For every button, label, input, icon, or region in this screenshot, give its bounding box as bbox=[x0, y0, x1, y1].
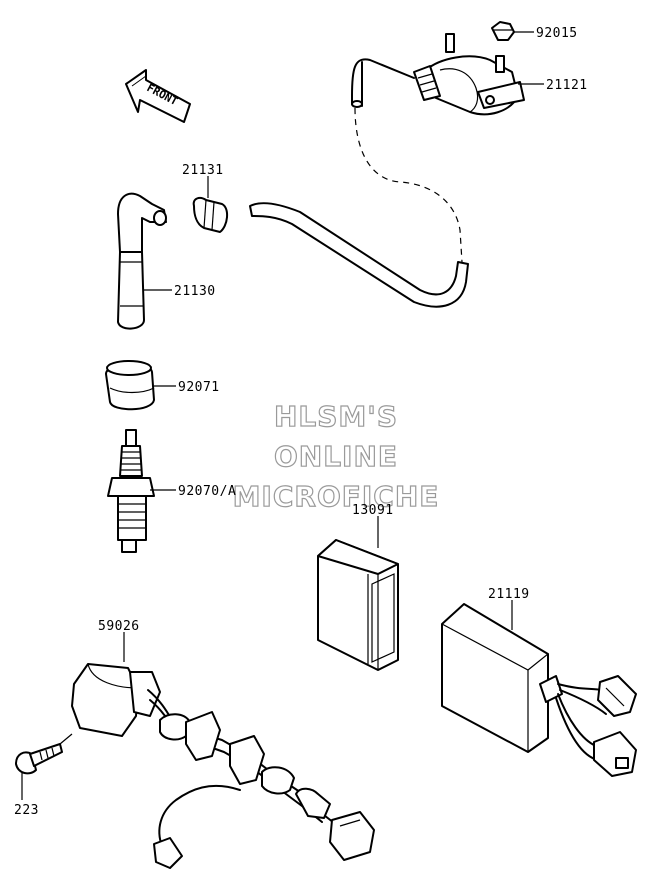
callout-223: 223 bbox=[14, 803, 39, 818]
callout-59026: 59026 bbox=[98, 619, 140, 634]
rubber-grommet bbox=[192, 197, 228, 233]
callout-21121: 21121 bbox=[546, 78, 588, 93]
callout-92071: 92071 bbox=[178, 380, 220, 395]
callout-21131: 21131 bbox=[182, 163, 224, 178]
leader-lines bbox=[21, 31, 544, 800]
watermark: HLSM'S ONLINE MICROFICHE bbox=[232, 399, 440, 513]
regulator-harness bbox=[15, 663, 375, 869]
ht-lead-hose bbox=[249, 202, 469, 308]
callout-21130: 21130 bbox=[174, 284, 216, 299]
relay-block bbox=[317, 539, 399, 671]
watermark-line-2: ONLINE bbox=[274, 440, 398, 473]
callout-21119: 21119 bbox=[488, 587, 530, 602]
spark-plug-cap bbox=[117, 192, 167, 330]
ht-lead-upper bbox=[351, 58, 415, 107]
assembly-dashed-line bbox=[354, 107, 463, 263]
callout-92015: 92015 bbox=[536, 26, 578, 41]
callout-labels: 92015 21121 21131 21130 92071 92070/A 13… bbox=[14, 26, 588, 818]
cdi-unit bbox=[441, 603, 637, 777]
bolt-icon bbox=[15, 743, 63, 775]
plug-cover bbox=[105, 360, 155, 411]
watermark-line-3: MICROFICHE bbox=[233, 480, 440, 513]
front-arrow-icon: FRONT bbox=[125, 69, 191, 123]
nut-icon bbox=[491, 21, 515, 41]
watermark-line-1: HLSM'S bbox=[274, 400, 398, 433]
spark-plug bbox=[107, 429, 155, 553]
ignition-coil bbox=[413, 21, 525, 116]
callout-92070a: 92070/A bbox=[178, 484, 236, 499]
callout-13091: 13091 bbox=[352, 503, 394, 518]
